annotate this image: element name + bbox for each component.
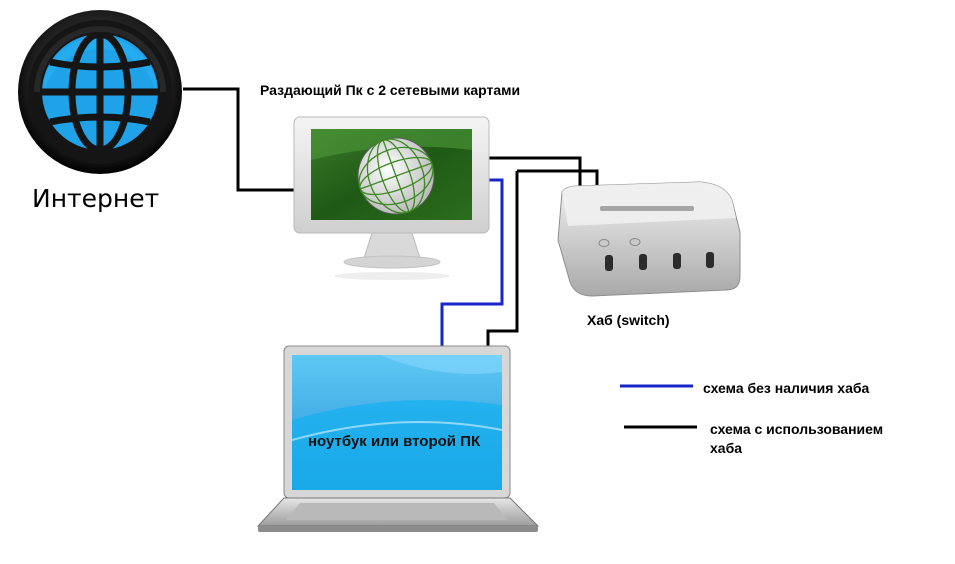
pc-label: Раздающий Пк с 2 сетевыми картами bbox=[260, 82, 521, 98]
black-cable-hub-laptop bbox=[486, 171, 519, 346]
laptop-icon bbox=[256, 345, 540, 532]
hub-label: Хаб (switch) bbox=[587, 312, 670, 328]
legend-blue-text: схема без наличия хаба bbox=[703, 380, 870, 396]
black-cable-pc-hub bbox=[489, 156, 599, 190]
internet-label: Интернет bbox=[32, 184, 160, 213]
laptop-label: ноутбук или второй ПК bbox=[308, 433, 481, 450]
legend-black-text: схема с использованием хаба bbox=[710, 421, 884, 456]
monitor-icon bbox=[293, 116, 490, 280]
globe-icon bbox=[18, 10, 182, 174]
blue-cable-pc-laptop bbox=[440, 178, 504, 346]
network-switch-icon bbox=[557, 181, 741, 297]
black-cable-internet-pc bbox=[183, 87, 294, 192]
